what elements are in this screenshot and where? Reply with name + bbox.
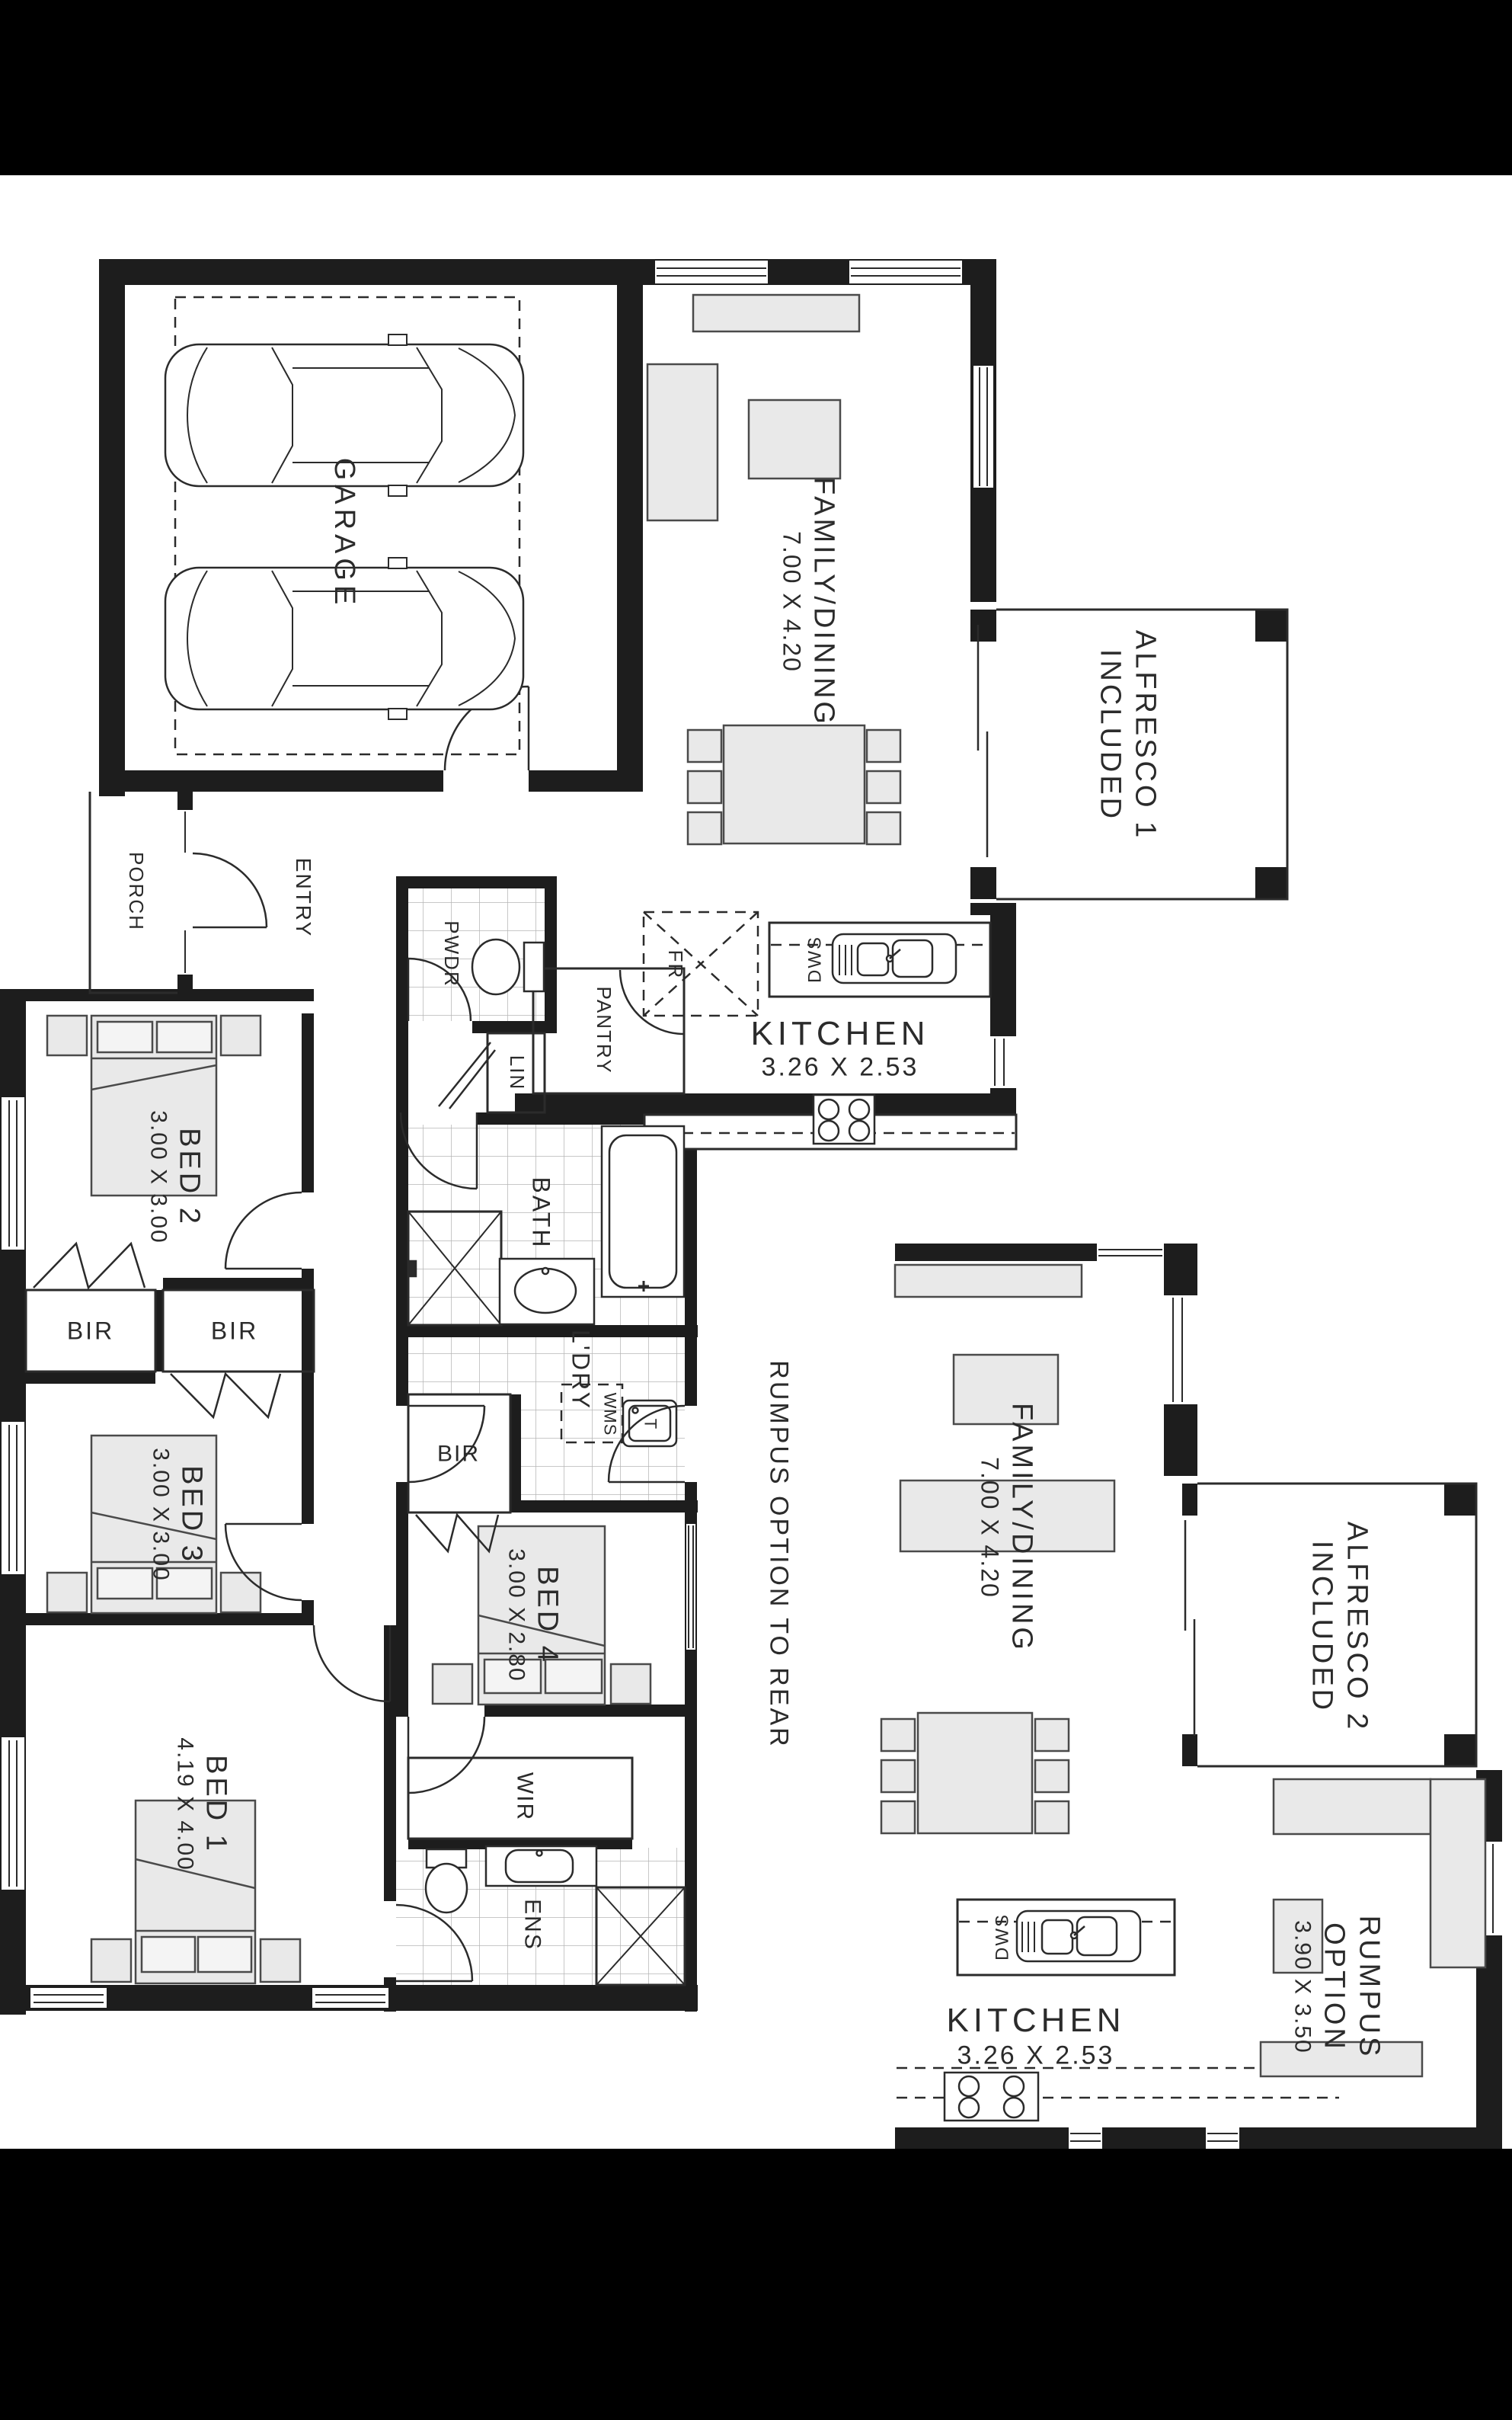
vanity-ens-icon [484, 1845, 598, 1887]
alfresco2-sliding-door [1184, 1520, 1196, 1736]
porch-label: PORCH [124, 852, 148, 931]
sofa-1 [646, 363, 719, 522]
rumpus-table [1272, 1898, 1324, 1974]
wms-space-dashed [560, 1383, 624, 1444]
family-dining-1-label: FAMILY/DINING 7.00 X 4.20 [778, 477, 840, 727]
bed4-door [407, 1716, 486, 1794]
bed-1-label: BED 1 4.19 X 4.00 [172, 1737, 232, 1871]
alfresco-2-label: ALFRESCO 2 INCLUDED [1306, 1521, 1373, 1733]
porch-slab-edge [88, 792, 177, 994]
laundry-door [408, 1404, 486, 1484]
bir1-outline [24, 1288, 157, 1373]
sofa-2 [899, 1479, 1116, 1553]
bed3-door [224, 1522, 302, 1602]
bir2-bifold [170, 1372, 282, 1420]
pwdr-door [407, 957, 472, 1022]
bir2-outline [161, 1288, 315, 1373]
pantry-label: PANTRY [592, 986, 615, 1074]
alfresco1-sliding-door [977, 625, 989, 857]
dws-1-label: DWS [804, 936, 826, 983]
laundry-ext-door [607, 1404, 686, 1484]
table-2 [952, 1353, 1060, 1426]
fridge-space-dashed [642, 911, 759, 1017]
wir-label: WIR [512, 1772, 538, 1822]
fridge-label: FR [663, 949, 687, 980]
alfresco-1-label: ALFRESCO 1 INCLUDED [1094, 629, 1162, 841]
bath-label: BATH [527, 1176, 555, 1250]
alfresco-1-outline [996, 608, 1289, 901]
pwdr-label: PWDR [440, 920, 463, 988]
shower-head-bath [407, 1260, 417, 1278]
rumpus-note-label: RUMPUS OPTION TO REAR [764, 1360, 794, 1749]
rumpus-label: RUMPUS OPTION 3.90 X 3.50 [1290, 1915, 1386, 2060]
bir-bed2-label: BIR [66, 1317, 115, 1345]
cooktop-1-icon [812, 1093, 876, 1145]
laundry-trough-icon [622, 1399, 678, 1448]
doors-layer [33, 625, 1196, 1983]
coffee-table-1 [747, 399, 842, 480]
entry-label: ENTRY [292, 857, 316, 938]
family-dining-2-label: FAMILY/DINING 7.00 X 4.20 [976, 1403, 1038, 1653]
linen-door [438, 1042, 496, 1109]
bir1-bifold [33, 1241, 146, 1290]
bed1-door [312, 1625, 392, 1703]
dining-table-2 [916, 1711, 1034, 1835]
bed-4-label: BED 4 3.00 X 2.80 [503, 1548, 564, 1682]
laundry-label: L'DRY [567, 1330, 595, 1410]
wir-outline [407, 1756, 634, 1840]
tv-unit-1 [692, 293, 861, 333]
garage-label: GARAGE [328, 457, 361, 610]
linen-outline [486, 1032, 546, 1114]
kitchen-2-dims: 3.26 X 2.53 [957, 2041, 1115, 2070]
shower-ens-outline [595, 1886, 686, 1986]
cooktop-2-icon [943, 2071, 1040, 2122]
wms-label: WMS [600, 1392, 620, 1436]
toilet-pwdr-icon [471, 938, 545, 996]
bath-door [399, 1112, 478, 1190]
ens-door [395, 1903, 474, 1983]
trough-label: T [641, 1418, 660, 1430]
kitchen-sink-2-icon [1015, 1909, 1142, 1963]
shower-ens-icon [596, 1887, 686, 1986]
rumpus-sofa-h [1272, 1778, 1432, 1836]
fixtures-layer [407, 933, 1142, 2122]
pantry-door [619, 969, 686, 1036]
bir3-outline [407, 1393, 512, 1514]
door-openings [302, 1021, 697, 1977]
dws-2-label: DWS [992, 1913, 1013, 1961]
furniture-layer [46, 293, 1487, 2078]
bed-2-label: BED 2 3.00 X 3.00 [145, 1110, 206, 1244]
bathtub-icon [600, 1125, 686, 1298]
bir-bed3-label: BIR [210, 1317, 259, 1345]
toilet-ens-icon [424, 1848, 468, 1914]
bed-3-label: BED 3 3.00 X 3.00 [148, 1448, 208, 1582]
cabinet-2 [893, 1263, 1083, 1298]
linen-label: LIN [505, 1055, 529, 1091]
walls-layer [0, 259, 1502, 2149]
kitchen-1-dims: 3.26 X 2.53 [761, 1052, 919, 1082]
kitchen-sink-1-icon [831, 933, 957, 984]
bir3-bifold [415, 1512, 500, 1554]
rumpus-sofa-v [1429, 1778, 1487, 1969]
bed2-door [224, 1191, 302, 1270]
dining-table-1 [722, 724, 866, 845]
bir-bed4-label: BIR [436, 1441, 481, 1467]
vanity-bath-icon [498, 1257, 596, 1326]
shower-bath-icon [408, 1211, 502, 1326]
alfresco-2-outline [1197, 1482, 1478, 1768]
rumpus-cabinet [1259, 2041, 1424, 2078]
ens-label: ENS [519, 1899, 545, 1951]
front-door [192, 852, 268, 929]
kitchen-2-label: KITCHEN [946, 2002, 1126, 2040]
garage-setdown-dashed [174, 296, 521, 756]
kitchen-1-label: KITCHEN [750, 1015, 930, 1053]
